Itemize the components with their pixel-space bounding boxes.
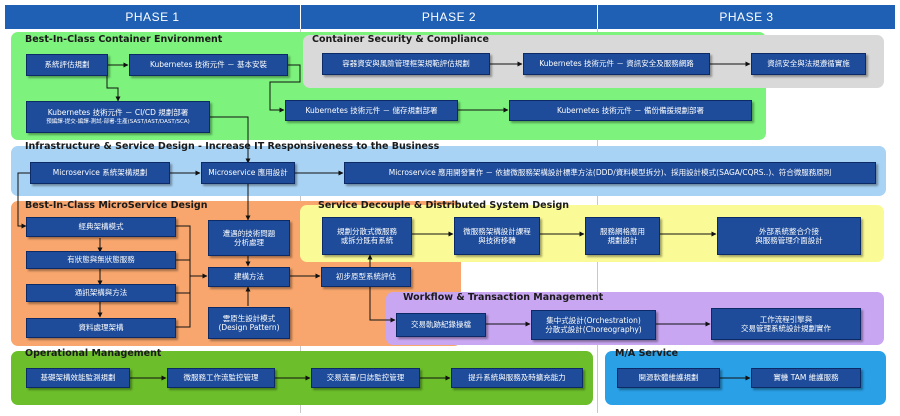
node-stateful-stateless: 有狀態與無狀態服務: [26, 251, 176, 269]
band-title-ma-service: M/A Service: [615, 348, 679, 359]
band-title-workflow: Workflow & Transaction Management: [403, 292, 604, 303]
node-architecture-course: 微服務架構設計課程 與技術移轉: [454, 217, 540, 255]
band-title-container-security: Container Security & Compliance: [312, 34, 489, 45]
band-title-operational: Operational Management: [25, 348, 162, 359]
node-service-mesh: 服務網格應用 規劃設計: [585, 217, 660, 255]
node-security-compliance: 資訊安全與法規遵循實施: [751, 53, 866, 75]
node-microservice-architecture: Microservice 系統架構規劃: [30, 162, 170, 184]
node-transaction-trace: 交易軌跡紀錄操檔: [396, 313, 486, 337]
node-system-assessment: 系統評估規劃: [26, 54, 108, 76]
node-traffic-log-monitoring: 交易流量/日誌監控管理: [311, 368, 420, 388]
node-scalability: 提升系統與服務及時擴充能力: [451, 368, 583, 388]
phase-2-header: PHASE 2: [301, 5, 597, 29]
node-construction-method: 建構方法: [208, 267, 290, 287]
node-k8s-cicd: Kubernetes 技術元件 － CI/CD 規劃部署 預編譯-提交-編譯-測…: [26, 101, 210, 133]
node-distributed-planning: 規劃分散式微服務 或拆分既有系統: [322, 217, 412, 255]
node-cloud-native-patterns: 雲原生設計模式 (Design Pattern): [208, 307, 290, 339]
phase-3-header: PHASE 3: [598, 5, 895, 29]
node-workflow-monitoring: 微服務工作流監控管理: [167, 368, 275, 388]
node-k8s-storage: Kubernetes 技術元件 － 儲存規劃部署: [285, 100, 458, 121]
band-title-infrastructure: Infrastructure & Service Design - Increa…: [25, 141, 440, 152]
node-data-processing: 資料處理架構: [26, 318, 176, 338]
node-external-integration: 外部系統整合介接 與服務管理介面設計: [717, 217, 861, 255]
band-title-container-environment: Best-In-Class Container Environment: [25, 34, 223, 45]
node-container-risk-framework: 容器資安與風險管理框架規範評估規劃: [322, 53, 490, 75]
node-k8s-backup: Kubernetes 技術元件 － 備份備援規劃部署: [509, 100, 752, 121]
node-k8s-cicd-subtitle: 預編譯-提交-編譯-測試-部署-生產(SAST/IAST/DAST/SCA): [46, 118, 190, 125]
node-prototype-evaluation: 初步原型系統評估: [321, 267, 411, 287]
node-microservice-app-design: Microservice 應用設計: [201, 162, 295, 184]
node-communication-architecture: 通訊架構與方法: [26, 284, 176, 302]
node-infra-performance: 基礎架構效能監測規劃: [26, 368, 130, 388]
node-k8s-cicd-title: Kubernetes 技術元件 － CI/CD 規劃部署: [47, 108, 189, 118]
node-workflow-engine: 工作流程引擎與 交易管理系統設計規劃實作: [711, 308, 861, 340]
band-title-service-decouple: Service Decouple & Distributed System De…: [318, 200, 570, 211]
band-title-microservice-design: Best-In-Class MicroService Design: [25, 200, 208, 211]
node-opensource-maintenance: 開源軟體維護規劃: [617, 368, 720, 388]
node-tam-service: 實機 TAM 維護服務: [751, 368, 861, 388]
node-k8s-basic-install: Kubernetes 技術元件 － 基本安裝: [129, 54, 288, 76]
phase-1-header: PHASE 1: [5, 5, 300, 29]
node-orchestration-choreography: 集中式設計(Orchestration) 分散式設計(Choreography): [531, 310, 656, 340]
node-microservice-implementation: Microservice 應用開發實作 － 依據微服務架構設計標準方法(DDD/…: [344, 162, 876, 184]
node-classic-architecture: 經典架構模式: [26, 217, 176, 237]
node-k8s-security-network: Kubernetes 技術元件 － 資訊安全及服務網路: [523, 53, 710, 75]
node-technical-issues: 遭遇的技術問題 分析處理: [208, 220, 290, 256]
